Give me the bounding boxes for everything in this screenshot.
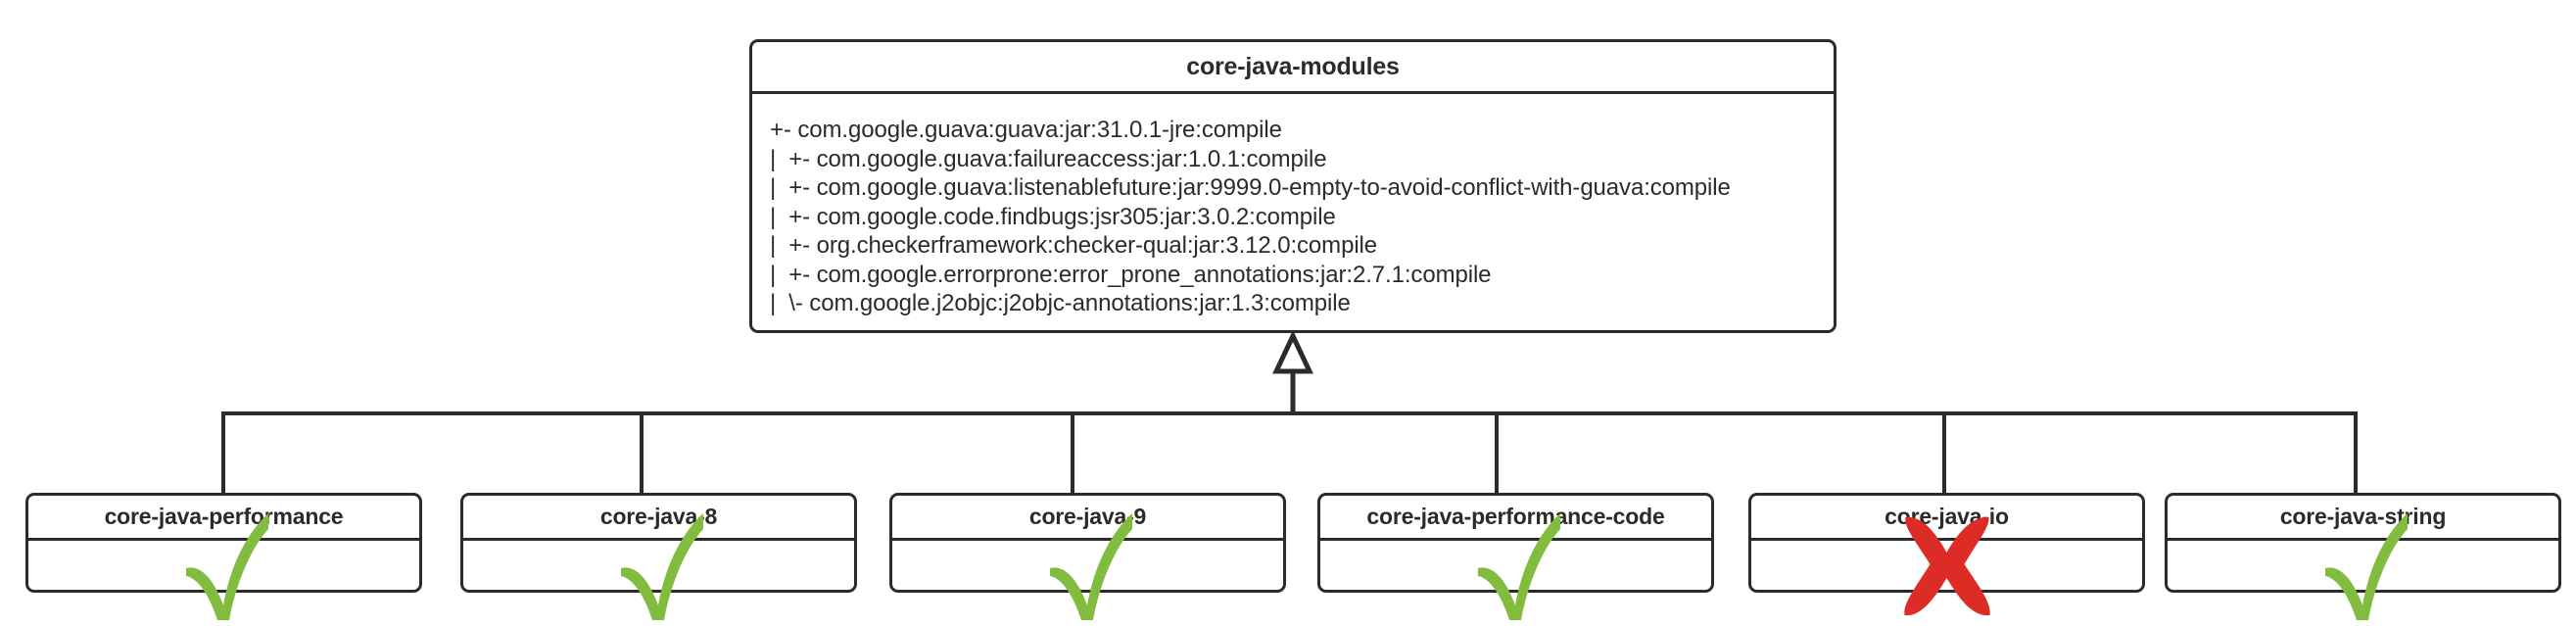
- dependency-line: | +- com.google.code.findbugs:jsr305:jar…: [770, 203, 1336, 230]
- root-node-core-java-modules[interactable]: core-java-modules +- com.google.guava:gu…: [749, 39, 1837, 333]
- dependency-line: | +- com.google.guava:listenablefuture:j…: [770, 174, 1731, 201]
- child-node-status-area: [28, 513, 419, 620]
- child-node-title: core-java-8: [599, 504, 718, 529]
- child-node-header: core-java-performance-code: [1320, 496, 1711, 541]
- child-node-status-area: [1751, 516, 2142, 616]
- dependency-line: +- com.google.guava:guava:jar:31.0.1-jre…: [770, 117, 1282, 143]
- child-node-header: core-java-8: [463, 496, 854, 541]
- dependency-line: | +- com.google.guava:failureaccess:jar:…: [770, 145, 1327, 172]
- root-node-header: core-java-modules: [752, 42, 1834, 94]
- child-node-status-area: [892, 513, 1283, 620]
- child-node-core-java-9[interactable]: core-java-9: [889, 493, 1286, 620]
- child-node-header: core-java-string: [2168, 496, 2558, 541]
- child-node-core-java-8[interactable]: core-java-8: [460, 493, 857, 620]
- dependency-line: | +- com.google.errorprone:error_prone_a…: [770, 261, 1492, 288]
- child-node-header: core-java-io: [1751, 496, 2142, 541]
- child-node-status-area: [1320, 513, 1711, 620]
- child-node-title: core-java-string: [2279, 504, 2447, 529]
- child-node-header: core-java-9: [892, 496, 1283, 541]
- child-node-status-area: [463, 513, 854, 620]
- child-node-core-java-performance-code[interactable]: core-java-performance-code: [1317, 493, 1714, 620]
- hollow-triangle-up-icon: [1272, 330, 1313, 374]
- child-node-title: core-java-9: [1028, 504, 1147, 529]
- child-node-title: core-java-performance: [104, 504, 344, 529]
- child-node-core-java-io[interactable]: core-java-io: [1748, 493, 2145, 616]
- child-node-core-java-performance[interactable]: core-java-performance: [25, 493, 422, 620]
- child-node-title: core-java-performance-code: [1366, 504, 1665, 529]
- child-node-header: core-java-performance: [28, 496, 419, 541]
- child-node-title: core-java-io: [1884, 504, 2009, 529]
- dependency-line: | \- com.google.j2objc:j2objc-annotation…: [770, 290, 1351, 316]
- child-node-status-area: [2168, 513, 2558, 620]
- dependency-line: | +- org.checkerframework:checker-qual:j…: [770, 232, 1378, 259]
- child-node-core-java-string[interactable]: core-java-string: [2165, 493, 2561, 620]
- root-node-dependency-list: +- com.google.guava:guava:jar:31.0.1-jre…: [752, 94, 1834, 318]
- root-node-title: core-java-modules: [1186, 52, 1400, 80]
